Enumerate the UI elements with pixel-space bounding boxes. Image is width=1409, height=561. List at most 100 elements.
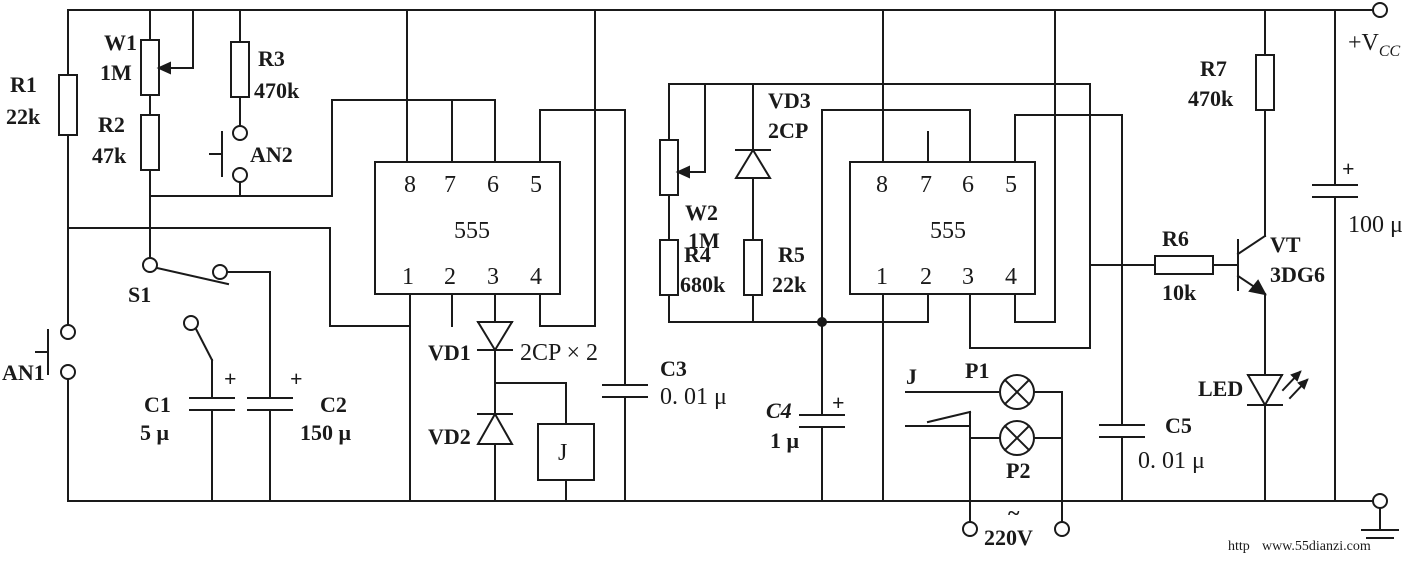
an2-pushbutton (209, 125, 248, 183)
s1-ref: S1 (128, 282, 151, 307)
w2-wiper-arrow (675, 165, 690, 179)
c1-value: 5 μ (140, 420, 170, 445)
s1-switch (142, 257, 271, 399)
c2-plus: + (290, 366, 303, 391)
ic2-pin2: 2 (920, 264, 932, 290)
ic1-pin8: 8 (404, 172, 416, 198)
c6-capacitor (1312, 184, 1358, 502)
c3-ref: C3 (660, 356, 687, 381)
ic1-555 (374, 161, 561, 295)
c3-value: 0. 01 μ (660, 384, 727, 410)
led-ref: LED (1198, 376, 1243, 401)
c1-capacitor (189, 397, 235, 502)
an2-ref: AN2 (250, 142, 293, 167)
c1-ref: C1 (144, 392, 171, 417)
r6-value: 10k (1162, 280, 1197, 305)
r1-value: 22k (6, 104, 41, 129)
r3-ref: R3 (258, 46, 285, 71)
ic1-pin7: 7 (444, 172, 456, 198)
c4-value: 1 μ (770, 428, 800, 453)
w1-ref: W1 (104, 30, 137, 55)
r2-ref: R2 (98, 112, 125, 137)
vcc-label: +VCC (1348, 30, 1401, 60)
vd1-diode (476, 321, 514, 352)
w2-ref: W2 (685, 200, 718, 225)
mains-terminal-right (1054, 521, 1070, 537)
mains-terminal-left (962, 521, 978, 537)
vt-value: 3DG6 (1270, 262, 1325, 287)
c5-capacitor (1099, 424, 1145, 502)
vd3-diode (734, 148, 772, 179)
ic2-pin8: 8 (876, 172, 888, 198)
r1-resistor (58, 74, 78, 136)
r5-ref: R5 (778, 242, 805, 267)
j-contact-ref: J (906, 364, 917, 389)
ic1-pin5: 5 (530, 172, 542, 198)
vd1-ref: VD1 (428, 340, 471, 365)
c5-ref: C5 (1165, 413, 1192, 438)
c3-capacitor (602, 384, 648, 502)
vd1-value: 2CP × 2 (520, 340, 598, 366)
vcc-terminal (1372, 2, 1388, 18)
r3-resistor (230, 41, 250, 98)
relay-ref: J (558, 440, 567, 466)
ic1-pin4: 4 (530, 264, 542, 290)
ic2-pin5: 5 (1005, 172, 1017, 198)
ic2-ref: 555 (930, 218, 966, 244)
ic1-pin1: 1 (402, 264, 414, 290)
r5-value: 22k (772, 272, 807, 297)
vt-ref: VT (1270, 232, 1301, 257)
p2-ref: P2 (1006, 458, 1030, 483)
ic2-pin1: 1 (876, 264, 888, 290)
ic2-pin7: 7 (920, 172, 932, 198)
p1-lamp (999, 374, 1035, 410)
c6-value: 100 μ (1348, 212, 1403, 238)
r7-resistor (1255, 54, 1275, 111)
r1-ref: R1 (10, 72, 37, 97)
c2-ref: C2 (320, 392, 347, 417)
an1-pushbutton (35, 324, 76, 380)
ic1-pin2: 2 (444, 264, 456, 290)
c4-ref: C4 (766, 398, 792, 423)
c6-plus: + (1342, 156, 1355, 181)
r2-resistor (140, 114, 160, 171)
c2-value: 150 μ (300, 420, 352, 445)
earth-symbol (1361, 507, 1399, 539)
r6-ref: R6 (1162, 226, 1189, 251)
r5-resistor (743, 239, 763, 296)
r4-ref: R4 (684, 242, 711, 267)
ic2-pin3: 3 (962, 264, 974, 290)
c5-value: 0. 01 μ (1138, 448, 1205, 474)
w2-value: 1M (688, 228, 720, 253)
c1-plus: + (224, 366, 237, 391)
ic1-pin3: 3 (487, 264, 499, 290)
r4-value: 680k (680, 272, 726, 297)
an1-ref: AN1 (2, 360, 45, 385)
relay-contact (905, 391, 999, 523)
w2-potentiometer (659, 139, 679, 196)
r4-resistor (659, 239, 679, 296)
w1-potentiometer (140, 39, 160, 96)
ground-terminal (1372, 493, 1388, 509)
r3-value: 470k (254, 78, 300, 103)
c4-plus: + (832, 390, 845, 415)
ic2-pin6: 6 (962, 172, 974, 198)
c4-capacitor (799, 414, 845, 502)
ic1-ref: 555 (454, 218, 490, 244)
ic2-pin4: 4 (1005, 264, 1017, 290)
watermark-right: www.55dianzi.com (1262, 539, 1371, 554)
vd3-value: 2CP (768, 118, 808, 143)
relay-coil (537, 423, 595, 481)
mains-symbol: ~ (1008, 500, 1020, 525)
r6-resistor (1154, 255, 1214, 275)
vd3-ref: VD3 (768, 88, 811, 113)
c2-capacitor (247, 397, 293, 502)
r2-value: 47k (92, 143, 127, 168)
vt-transistor (1236, 234, 1267, 296)
vd2-diode (476, 411, 514, 445)
led-diode (1246, 370, 1309, 408)
w1-value: 1M (100, 60, 132, 85)
p2-lamp (999, 420, 1035, 456)
mains-label: 220V (984, 525, 1033, 550)
